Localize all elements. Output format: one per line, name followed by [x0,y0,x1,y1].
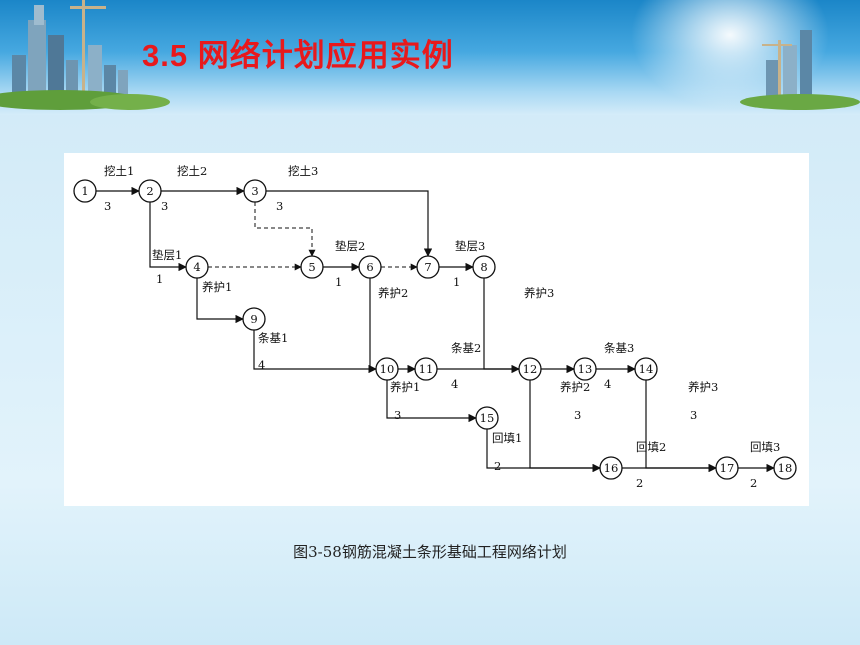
activity-duration-label: 4 [604,377,611,391]
node-label: 5 [308,260,315,274]
activity-arrow-3-7 [266,190,433,257]
node-9: 9 [242,307,266,331]
node-label: 13 [578,362,593,376]
node-label: 6 [366,260,373,274]
node-label: 12 [523,362,538,376]
node-label: 8 [480,260,487,274]
node-label: 16 [604,461,619,475]
activity-duration-label: 3 [690,408,697,422]
activity-name-label: 养护3 [524,286,554,300]
node-15: 15 [475,406,499,430]
node-label: 11 [419,362,434,376]
node-label: 15 [480,411,495,425]
node-label: 14 [639,362,654,376]
network-diagram: 挖土1 3 挖土2 3 挖土3 3 垫层1 1 垫层2 1 垫层3 1 养护1 养护2 养护3 条基1 4 条基2… [73,164,797,490]
activity-name-label: 垫层3 [455,239,485,253]
activity-name-label: 条基3 [604,341,634,355]
activity-duration-label: 3 [394,408,401,422]
node-12: 12 [518,357,542,381]
network-diagram-panel: 挖土1 3 挖土2 3 挖土3 3 垫层1 1 垫层2 1 垫层3 1 养护1 养护2 养护3 条基1 4 条基2… [64,153,809,506]
activity-duration-label: 2 [636,476,643,490]
node-label: 18 [778,461,793,475]
activity-arrow-4-9 [196,278,244,324]
slide-title: 3.5 网络计划应用实例 [142,38,454,73]
node-label: 3 [251,184,258,198]
node-1: 1 [73,179,97,203]
activity-duration-label: 1 [335,275,342,289]
node-label: 9 [250,312,257,326]
activity-arrow-10-15 [386,380,477,423]
activity-duration-label: 2 [494,459,501,473]
node-17: 17 [715,456,739,480]
node-8: 8 [472,255,496,279]
activity-name-label: 养护3 [688,380,718,394]
activity-name-label: 回填2 [636,440,666,454]
node-2: 2 [138,179,162,203]
node-label: 2 [146,184,153,198]
activity-duration-label: 4 [451,377,458,391]
node-11: 11 [414,357,438,381]
activity-name-label: 垫层1 [152,248,182,262]
node-4: 4 [185,255,209,279]
activity-duration-label: 1 [156,272,163,286]
activity-arrow-9-10 [253,330,377,374]
node-18: 18 [773,456,797,480]
figure-caption: 图3-58钢筋混凝土条形基础工程网络计划 [293,543,567,561]
activity-duration-label: 3 [574,408,581,422]
activity-name-label: 挖土2 [177,164,207,178]
dummy-arrow-3-5 [254,202,316,257]
activity-name-label: 回填1 [492,431,522,445]
city-skyline-graphic [0,0,860,110]
activity-duration-label: 1 [453,275,460,289]
activity-name-label: 养护1 [202,280,232,294]
node-label: 7 [424,260,431,274]
activity-duration-label: 4 [258,358,265,372]
activity-name-label: 养护2 [560,380,590,394]
activity-name-label: 挖土1 [104,164,134,178]
activity-name-label: 挖土3 [288,164,318,178]
activity-name-label: 条基1 [258,331,288,345]
node-label: 1 [81,184,88,198]
node-7: 7 [416,255,440,279]
node-5: 5 [300,255,324,279]
activity-arrow-2-4 [149,202,187,272]
activity-name-label: 垫层2 [335,239,365,253]
activity-arrow-15-16 [486,429,601,473]
activity-duration-label: 3 [276,199,283,213]
activity-duration-label: 2 [750,476,757,490]
node-13: 13 [573,357,597,381]
node-16: 16 [599,456,623,480]
node-10: 10 [375,357,399,381]
node-14: 14 [634,357,658,381]
node-label: 10 [380,362,395,376]
node-label: 17 [720,461,735,475]
header-banner [0,0,860,115]
activity-name-label: 回填3 [750,440,780,454]
activity-name-label: 养护1 [390,380,420,394]
activity-name-label: 养护2 [378,286,408,300]
activity-duration-label: 3 [161,199,168,213]
node-label: 4 [193,260,200,274]
node-6: 6 [358,255,382,279]
node-3: 3 [243,179,267,203]
activity-name-label: 条基2 [451,341,481,355]
activity-duration-label: 3 [104,199,111,213]
